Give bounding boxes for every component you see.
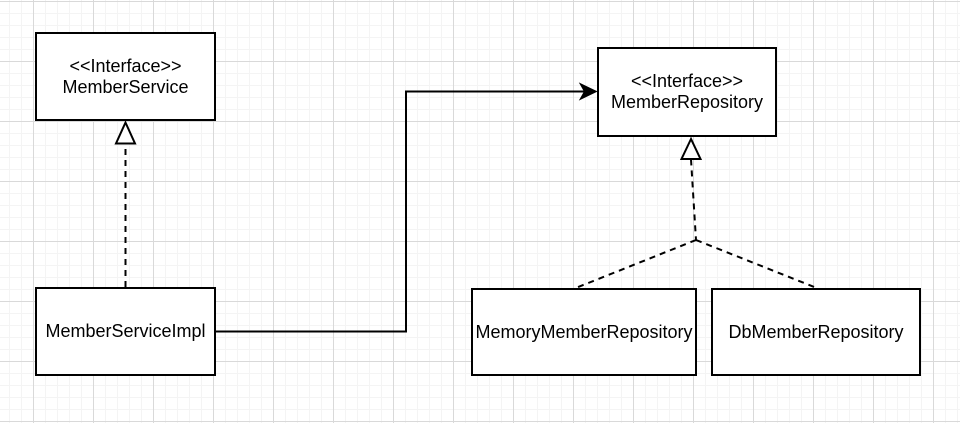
node-memory-member-repository[interactable]: MemoryMemberRepository	[471, 288, 697, 376]
edge-realization-memberserviceimpl-memberservice[interactable]	[114, 120, 137, 288]
class-name-label: MemberServiceImpl	[45, 321, 206, 341]
class-name-label: MemberRepository	[610, 92, 764, 112]
edge-dependency-memberserviceimpl-memberrepository[interactable]	[216, 82, 598, 333]
edge-realization-repositories-memberrepository[interactable]	[571, 136, 819, 291]
realization-branch-memory	[571, 239, 697, 291]
stereotype-label: <<Interface>>	[630, 71, 744, 91]
node-member-service[interactable]: <<Interface>> MemberService	[35, 32, 216, 121]
node-member-service-impl[interactable]: MemberServiceImpl	[35, 287, 216, 376]
node-db-member-repository[interactable]: DbMemberRepository	[711, 288, 921, 376]
class-name-label: DbMemberRepository	[728, 321, 904, 342]
class-name-label: MemberService	[62, 76, 189, 97]
hollow-triangle-arrowhead-icon	[114, 120, 137, 145]
realization-shared-stem	[690, 159, 697, 241]
realization-branch-db	[695, 239, 819, 290]
dependency-solid-line	[216, 90, 584, 333]
stereotype-label: <<Interface>>	[69, 55, 182, 76]
hollow-triangle-arrowhead-icon	[679, 136, 703, 160]
node-member-repository[interactable]: <<Interface>> MemberRepository	[597, 47, 777, 137]
filled-arrowhead-icon	[578, 82, 598, 101]
class-name-label: MemoryMemberRepository	[475, 321, 693, 342]
